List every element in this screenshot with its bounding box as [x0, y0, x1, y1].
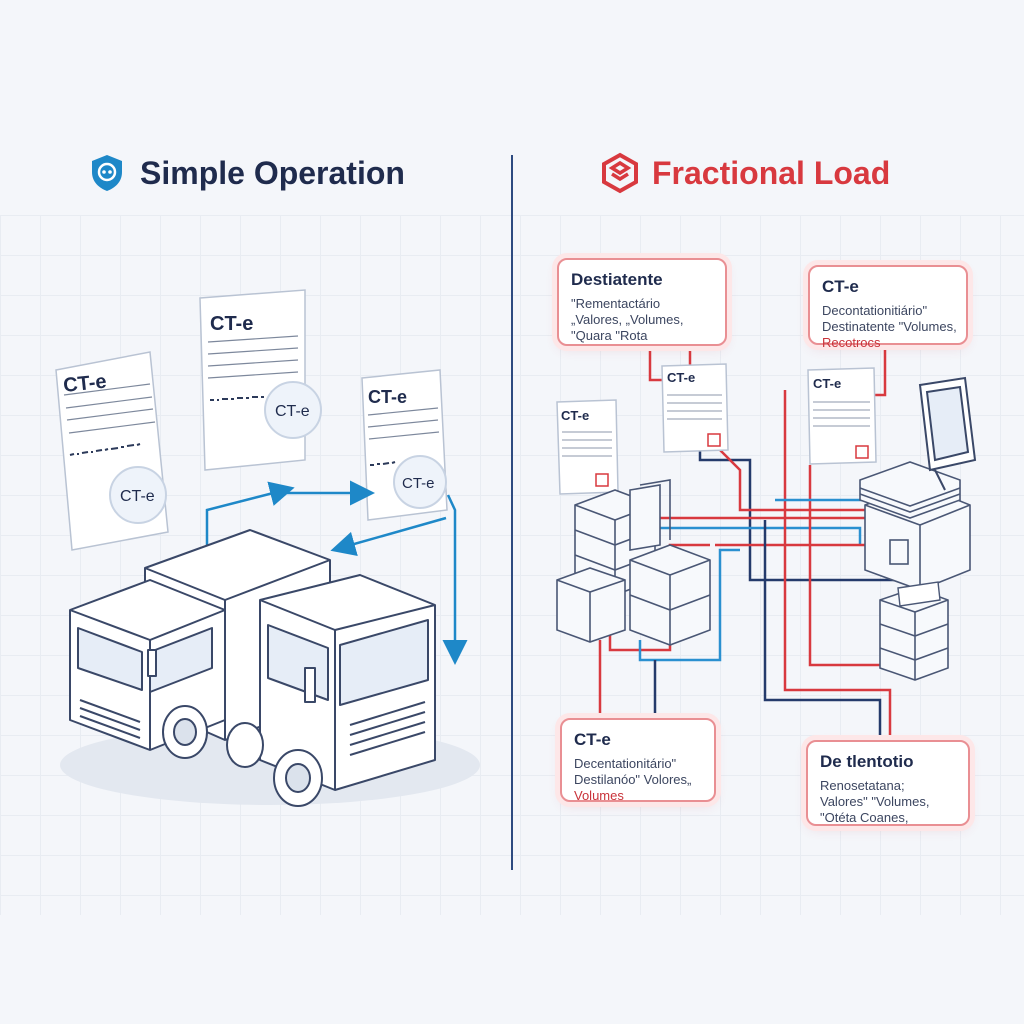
truck-illustration: [69, 529, 436, 807]
parcel-stack-right: [859, 461, 971, 681]
svg-text:CT-e: CT-e: [667, 370, 695, 385]
callout-line: Decentationitário": [574, 756, 677, 771]
callout-line: Destilanóo" Volores„: [574, 772, 692, 787]
callout-title: Destiatente: [571, 270, 663, 289]
doc-2-stamp: [264, 381, 322, 439]
callout-destiatente: Destiatente "Rementactário „Valores, „Vo…: [557, 258, 727, 346]
monitor-icon: [918, 376, 977, 491]
callout-highlight: Volumes: [574, 788, 624, 803]
label-tag: [897, 581, 941, 607]
doc-2-label: CT-e: [210, 313, 253, 335]
callout-title: De tlentotio: [820, 752, 914, 771]
callout-line: Valores" "Volumes,: [820, 794, 930, 809]
shield-icon: [86, 152, 128, 194]
callout-line: "Quara "Rota: [571, 328, 648, 343]
doc-3-stamp-label: CT-e: [402, 475, 435, 492]
box-logo-icon: [600, 152, 640, 194]
callout-highlight: Recotrocs: [822, 335, 881, 350]
right-panel-heading: Fractional Load: [600, 150, 890, 196]
callout-line: "Otéta Coanes,: [820, 810, 909, 825]
route-lines: [598, 345, 900, 740]
callout-line: "Rementactário: [571, 296, 661, 311]
callout-cte-bottom: CT-e Decentationitário" Destilanóo" Volo…: [560, 718, 716, 803]
doc-1-label: CT-e: [62, 371, 107, 397]
callout-de-tlentotio: De tlentotio Renosetatana; Valores" "Vol…: [806, 740, 970, 826]
svg-text:CT-e: CT-e: [813, 376, 841, 391]
svg-text:CT-e: CT-e: [561, 408, 589, 423]
parcel-stack-left: [556, 479, 711, 646]
callout-line: Decontationitiário": [822, 303, 928, 318]
doc-3-stamp: [393, 455, 447, 509]
callout-cte-top: CT-e Decontationitiário" Destinatente "V…: [808, 265, 968, 350]
cte-slip-1: CT-e: [556, 399, 619, 495]
callout-title: CT-e: [574, 730, 611, 749]
cte-document-1: CT-e CT-e: [55, 351, 169, 551]
callout-line: „Valores, „Volumes,: [571, 312, 684, 327]
doc-1-stamp: [109, 466, 167, 524]
cte-document-3: CT-e CT-e: [361, 369, 448, 521]
callout-line: Renosetatana;: [820, 778, 905, 793]
doc-1-stamp-label: CT-e: [120, 488, 155, 505]
doc-2-stamp-label: CT-e: [275, 403, 310, 420]
cte-document-2: CT-e CT-e: [199, 289, 322, 471]
left-panel-heading: Simple Operation: [86, 150, 405, 196]
cte-slip-3: CT-e: [807, 367, 877, 465]
cte-slip-2: CT-e: [661, 363, 729, 453]
left-panel-title: Simple Operation: [140, 154, 405, 191]
panel-divider: [511, 155, 513, 870]
callout-line: Destinatente "Volumes,: [822, 319, 957, 334]
doc-3-label: CT-e: [368, 387, 407, 407]
flow-arrows: [205, 480, 468, 665]
callout-title: CT-e: [822, 277, 859, 296]
right-panel-title: Fractional Load: [652, 154, 891, 191]
